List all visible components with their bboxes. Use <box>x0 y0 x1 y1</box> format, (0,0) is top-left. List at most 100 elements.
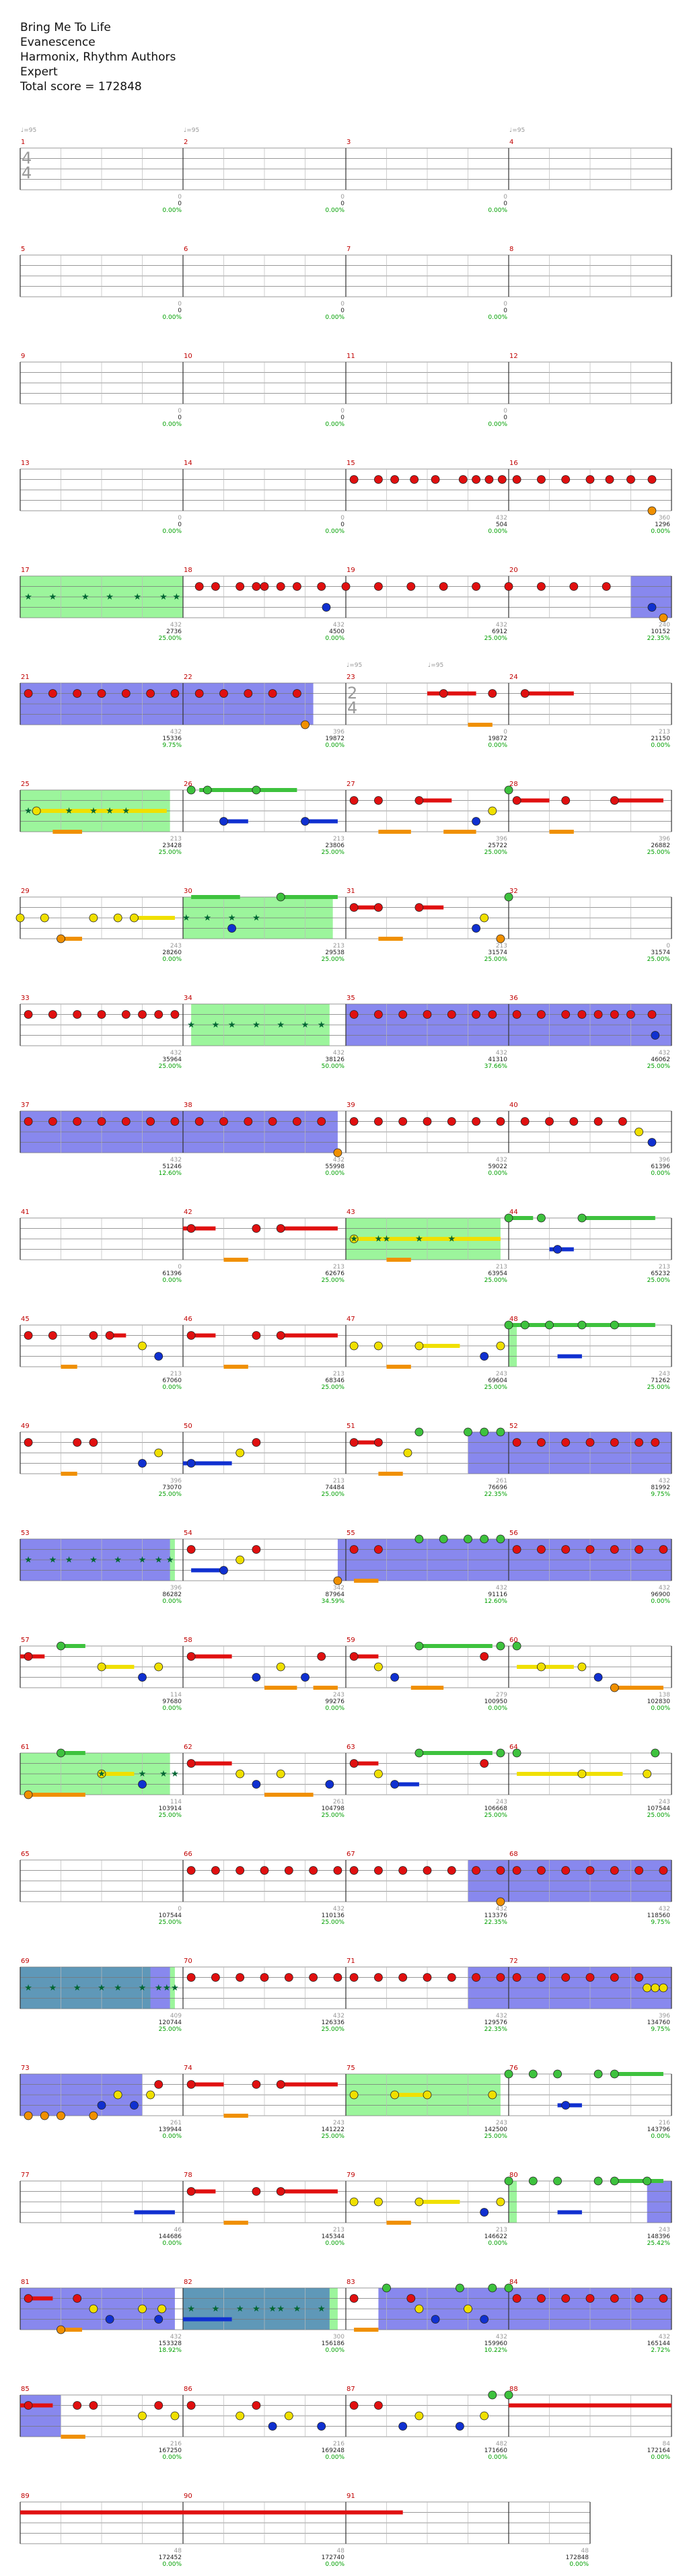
note-red <box>561 1010 571 1019</box>
note-red <box>349 475 359 484</box>
note-red <box>398 1010 408 1019</box>
note-green <box>456 2283 464 2293</box>
note-green <box>504 1213 513 1223</box>
star-note: ★ <box>139 1769 147 1779</box>
note-yellow <box>40 913 49 923</box>
bar-number: 35 <box>347 995 355 1002</box>
star-note: ★ <box>268 2304 277 2314</box>
multiplier-percent: 0.00% <box>325 207 344 214</box>
bar-number: 72 <box>509 1958 518 1965</box>
staff-row: ★★★★★ <box>20 1213 672 1262</box>
bar-points: 432 <box>170 2334 182 2340</box>
note-blue <box>647 1138 657 1147</box>
bar-points: 261 <box>170 2120 182 2126</box>
note-orange <box>496 1897 505 1906</box>
sustain-red <box>191 1654 232 1659</box>
bar-number: 85 <box>21 2386 30 2393</box>
note-red <box>73 689 82 698</box>
note-green <box>504 892 513 902</box>
bar-number: 2 <box>184 139 188 146</box>
cumulative-score: 106668 <box>484 1805 507 1812</box>
note-red <box>512 1973 521 1982</box>
note-red <box>537 1866 546 1875</box>
multiplier-percent: 9.75% <box>651 1491 670 1498</box>
sustain-orange <box>386 1365 411 1369</box>
multiplier-percent: 0.00% <box>651 742 670 749</box>
note-red <box>431 475 440 484</box>
note-red <box>647 475 657 484</box>
sustain-red <box>281 1333 338 1338</box>
multiplier-percent: 25.00% <box>158 2026 182 2033</box>
note-red <box>374 1973 383 1982</box>
bar-points: 432 <box>170 1050 182 1057</box>
multiplier-percent: 37.66% <box>484 1063 507 1070</box>
sustain-orange <box>378 937 403 941</box>
note-red <box>252 1438 261 1447</box>
note-orange <box>610 1683 619 1692</box>
multiplier-percent: 10.22% <box>484 2347 507 2354</box>
note-red <box>341 582 351 591</box>
sustain-orange <box>468 723 493 727</box>
cumulative-score: 25722 <box>488 843 507 849</box>
multiplier-percent: 0.00% <box>651 528 670 535</box>
cumulative-score: 67060 <box>162 1378 182 1384</box>
bar-points: 213 <box>495 1264 507 1271</box>
note-red <box>610 1973 619 1982</box>
sustain-red <box>614 798 663 803</box>
cumulative-score: 110136 <box>321 1912 344 1919</box>
star-note: ★ <box>98 1769 106 1779</box>
note-green <box>480 1534 489 1544</box>
multiplier-percent: 0.00% <box>325 1705 344 1712</box>
star-note: ★ <box>89 1555 98 1565</box>
star-note: ★ <box>212 2304 220 2314</box>
tempo-marker: ♩=95 <box>428 662 444 669</box>
note-red <box>610 2294 619 2303</box>
note-red <box>138 1010 147 1019</box>
note-red <box>349 1866 359 1875</box>
note-green <box>480 1427 489 1437</box>
bar-points: 213 <box>332 943 344 950</box>
star-note: ★ <box>187 1020 195 1030</box>
note-green <box>186 785 196 795</box>
note-yellow <box>113 913 122 923</box>
note-blue <box>472 817 480 826</box>
bar-number: 76 <box>509 2065 518 2072</box>
cumulative-score: 172452 <box>158 2554 182 2561</box>
cumulative-score: 31574 <box>488 950 507 956</box>
note-red <box>488 1010 497 1019</box>
bar-number: 77 <box>21 2172 30 2179</box>
star-note: ★ <box>114 1983 122 1993</box>
bar-points: 432 <box>495 1906 507 1912</box>
bar-number: 20 <box>509 567 518 574</box>
note-green <box>553 2069 562 2079</box>
bar-number: 8 <box>509 246 514 253</box>
note-red <box>561 1973 571 1982</box>
bar-points: 300 <box>332 2334 344 2340</box>
sustain-orange <box>410 1686 444 1690</box>
note-red <box>626 475 635 484</box>
note-yellow <box>464 2304 472 2314</box>
note-red <box>48 1331 57 1340</box>
sustain-red <box>517 798 550 803</box>
note-red <box>423 1117 432 1126</box>
bar-number: 34 <box>184 995 192 1002</box>
bar-number: 55 <box>347 1530 355 1537</box>
note-red <box>276 1224 285 1233</box>
note-blue <box>138 1780 147 1789</box>
bar-number: 79 <box>347 2172 355 2179</box>
bar-number: 24 <box>509 674 518 681</box>
note-red <box>423 1866 432 1875</box>
note-green <box>464 1534 472 1544</box>
staff-row <box>20 1320 672 1369</box>
note-red <box>423 1973 432 1982</box>
